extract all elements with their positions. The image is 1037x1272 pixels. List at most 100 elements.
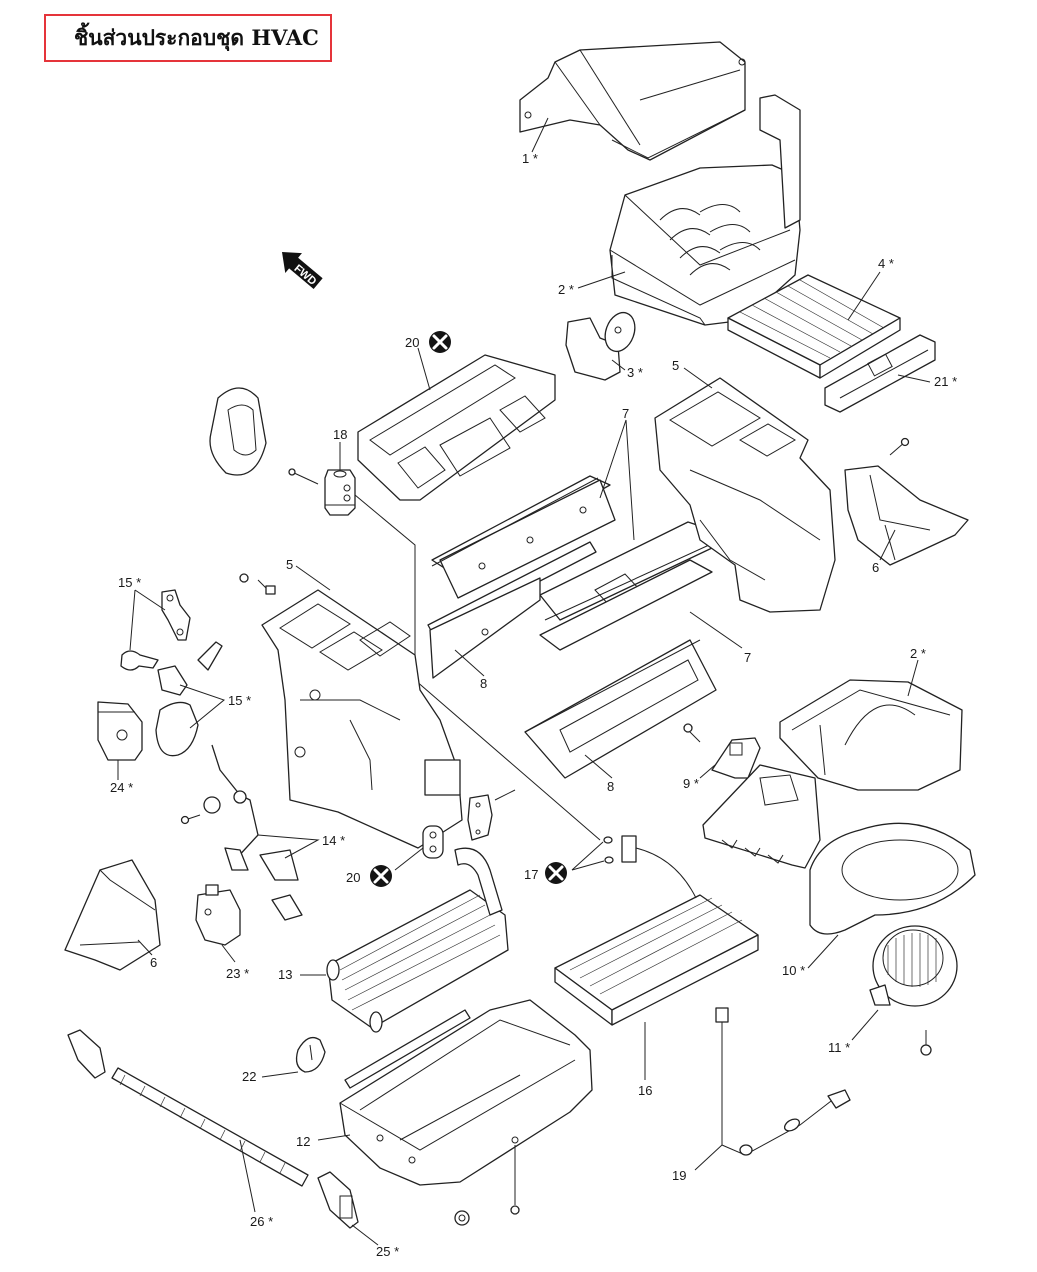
leader-12 bbox=[317, 1134, 351, 1141]
bolt-icon bbox=[288, 468, 319, 485]
part-18-expansion-valve[interactable] bbox=[324, 469, 356, 516]
part-1-air-duct[interactable] bbox=[519, 41, 746, 161]
part-2-blower-case-lower[interactable] bbox=[779, 679, 963, 791]
leader-3 bbox=[611, 359, 626, 371]
fan-blades bbox=[887, 933, 937, 987]
part-11-blower-motor[interactable] bbox=[869, 925, 958, 1007]
callout-2a: 2 * bbox=[558, 282, 574, 297]
leader-23 bbox=[221, 944, 236, 963]
part-5-hvac-case-left[interactable] bbox=[261, 589, 463, 849]
callout-13: 13 bbox=[278, 967, 292, 982]
leader-2a bbox=[577, 271, 626, 289]
leader-14 bbox=[257, 834, 320, 859]
callout-8b: 8 bbox=[607, 779, 614, 794]
callout-3: 3 * bbox=[627, 365, 643, 380]
part-26-drain-hose[interactable] bbox=[67, 1029, 309, 1187]
part-10-blower-scroll[interactable] bbox=[809, 822, 976, 935]
callout-6a: 6 bbox=[150, 955, 157, 970]
part-7-air-mix-door-upper[interactable] bbox=[431, 475, 616, 599]
callout-20b: 20 bbox=[346, 870, 360, 885]
callout-9: 9 * bbox=[683, 776, 699, 791]
part-6-duct-left[interactable] bbox=[64, 859, 161, 971]
leader-8b bbox=[584, 754, 613, 779]
part-15-cam[interactable] bbox=[155, 701, 199, 757]
screw-icon bbox=[683, 723, 701, 743]
diagram-title: ชิ้นส่วนประกอบชุด HVAC bbox=[74, 24, 319, 50]
callout-15a: 15 * bbox=[118, 575, 141, 590]
callout-4: 4 * bbox=[878, 256, 894, 271]
part-16-evaporator[interactable] bbox=[554, 835, 759, 1026]
part-20-gasket-pad[interactable] bbox=[357, 354, 556, 501]
part-15-link-lower[interactable] bbox=[120, 641, 223, 696]
callout-15b: 15 * bbox=[228, 693, 251, 708]
nut-icon bbox=[454, 1210, 470, 1226]
callout-24: 24 * bbox=[110, 780, 133, 795]
screw-icon bbox=[889, 437, 910, 456]
callout-18: 18 bbox=[333, 427, 347, 442]
leader-4 bbox=[847, 271, 881, 321]
evaporator-fins bbox=[569, 897, 743, 995]
air-door-seal[interactable] bbox=[209, 387, 267, 476]
part-9-blower-resistor[interactable] bbox=[711, 737, 761, 779]
callout-14: 14 * bbox=[322, 833, 345, 848]
leader-18-line bbox=[354, 494, 601, 841]
callout-16: 16 bbox=[638, 1083, 652, 1098]
part-15-link-upper[interactable] bbox=[161, 589, 191, 641]
part-14-link-rod[interactable] bbox=[203, 744, 303, 921]
part-8-mode-door-lower[interactable] bbox=[524, 639, 717, 779]
heater-core-fins bbox=[339, 894, 501, 1011]
callout-2b: 2 * bbox=[910, 646, 926, 661]
callout-17: 17 bbox=[524, 867, 538, 882]
callout-21: 21 * bbox=[934, 374, 957, 389]
leader-25 bbox=[351, 1224, 379, 1246]
leader-7b bbox=[689, 611, 743, 649]
callout-7a: 7 bbox=[622, 406, 629, 421]
callout-19: 19 bbox=[672, 1168, 686, 1183]
non-reusable-part-icon bbox=[370, 865, 392, 887]
leader-17a bbox=[571, 841, 604, 871]
part-3-servo-motor[interactable] bbox=[565, 308, 640, 381]
part-8-mode-door-upper[interactable] bbox=[427, 541, 597, 679]
part-12-lower-case[interactable] bbox=[339, 999, 593, 1186]
hose-ribs bbox=[119, 1074, 286, 1174]
pipe-clamp[interactable] bbox=[467, 789, 516, 841]
leader-7a bbox=[599, 419, 635, 541]
leader-6b bbox=[879, 529, 896, 561]
title-box: ชิ้นส่วนประกอบชุด HVAC bbox=[44, 14, 332, 62]
leader-22 bbox=[261, 1071, 299, 1078]
part-23-servo-motor[interactable] bbox=[195, 884, 241, 946]
filter-pleats bbox=[739, 279, 885, 359]
part-13-heater-core[interactable] bbox=[326, 847, 509, 1033]
leader-20a bbox=[417, 347, 431, 391]
part-21-filter-cover[interactable] bbox=[824, 334, 936, 413]
leader-21 bbox=[897, 374, 931, 383]
callout-1: 1 * bbox=[522, 151, 538, 166]
blower-duct[interactable] bbox=[702, 764, 821, 869]
part-2-intake-case-upper[interactable] bbox=[609, 94, 801, 326]
part-25-sensor[interactable] bbox=[317, 1171, 359, 1229]
part-19-temperature-sensor[interactable] bbox=[715, 1007, 851, 1156]
leader-11 bbox=[851, 1009, 879, 1041]
callout-5a: 5 bbox=[286, 557, 293, 572]
part-20-grommet[interactable] bbox=[422, 825, 444, 859]
leader-5b bbox=[683, 367, 713, 389]
part-4-cabin-filter[interactable] bbox=[727, 274, 901, 379]
callout-26: 26 * bbox=[250, 1214, 273, 1229]
part-6-duct-right[interactable] bbox=[844, 465, 969, 566]
leader-10 bbox=[807, 934, 839, 969]
callout-6b: 6 bbox=[872, 560, 879, 575]
leader-6a bbox=[137, 939, 153, 956]
callout-8a: 8 bbox=[480, 676, 487, 691]
leader-5a bbox=[295, 565, 331, 591]
part-17-o-rings[interactable] bbox=[603, 836, 614, 864]
part-22-clip[interactable] bbox=[295, 1036, 326, 1073]
callout-5b: 5 bbox=[672, 358, 679, 373]
part-5-hvac-case-right[interactable] bbox=[654, 377, 836, 613]
part-24-servo-motor[interactable] bbox=[97, 701, 143, 761]
callout-7b: 7 bbox=[744, 650, 751, 665]
forward-arrow-icon: FWD bbox=[282, 252, 323, 289]
leader-26 bbox=[239, 1139, 256, 1213]
leader-8a bbox=[454, 649, 485, 677]
callout-25: 25 * bbox=[376, 1244, 399, 1259]
